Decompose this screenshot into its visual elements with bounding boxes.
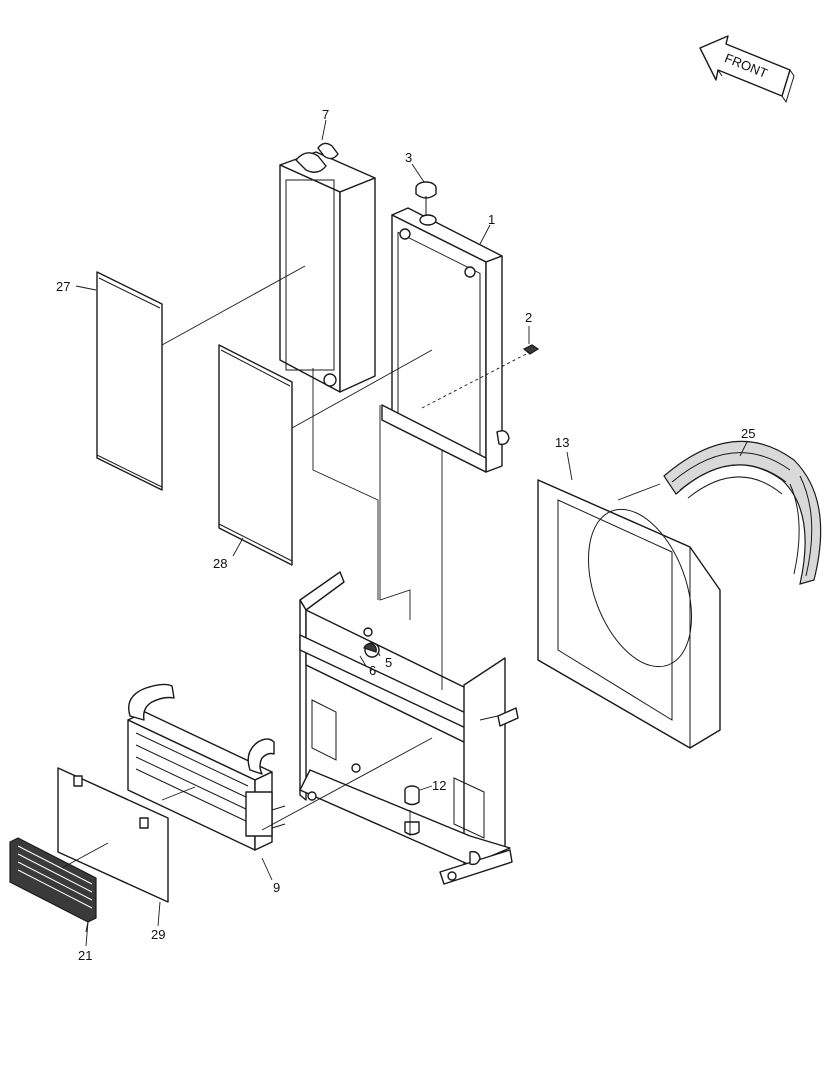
callout-6: 6	[369, 663, 376, 678]
callout-28: 28	[213, 556, 227, 571]
frame-assembly	[299, 571, 519, 885]
part-2-clip	[522, 344, 540, 355]
callout-1: 1	[488, 212, 495, 227]
part-9-charge-air-cooler	[127, 683, 286, 851]
callout-21: 21	[78, 948, 92, 963]
callout-12: 12	[432, 778, 446, 793]
front-direction-arrow: FRONT	[699, 35, 795, 104]
callout-3: 3	[405, 150, 412, 165]
part-25-fan-guard	[663, 440, 822, 585]
part-29-screen	[57, 767, 169, 903]
callout-9: 9	[273, 880, 280, 895]
part-13-fan-shroud	[537, 479, 721, 749]
callout-7: 7	[322, 107, 329, 122]
callout-labels: 1 2 3 5 6 7 9 12 13 21 25 27 28 29	[56, 107, 755, 963]
part-1-radiator	[381, 207, 510, 473]
callout-5: 5	[385, 655, 392, 670]
callout-29: 29	[151, 927, 165, 942]
part-7-oil-cooler	[279, 142, 376, 393]
part-21-fuel-cooler	[9, 837, 97, 933]
part-12-mount	[404, 785, 481, 866]
callout-25: 25	[741, 426, 755, 441]
part-27-screen	[96, 271, 163, 491]
callout-13: 13	[555, 435, 569, 450]
part-28-screen	[218, 344, 293, 566]
leader-lines	[61, 119, 748, 947]
part-3-radiator-cap	[415, 181, 437, 222]
callout-27: 27	[56, 279, 70, 294]
callout-2: 2	[525, 310, 532, 325]
